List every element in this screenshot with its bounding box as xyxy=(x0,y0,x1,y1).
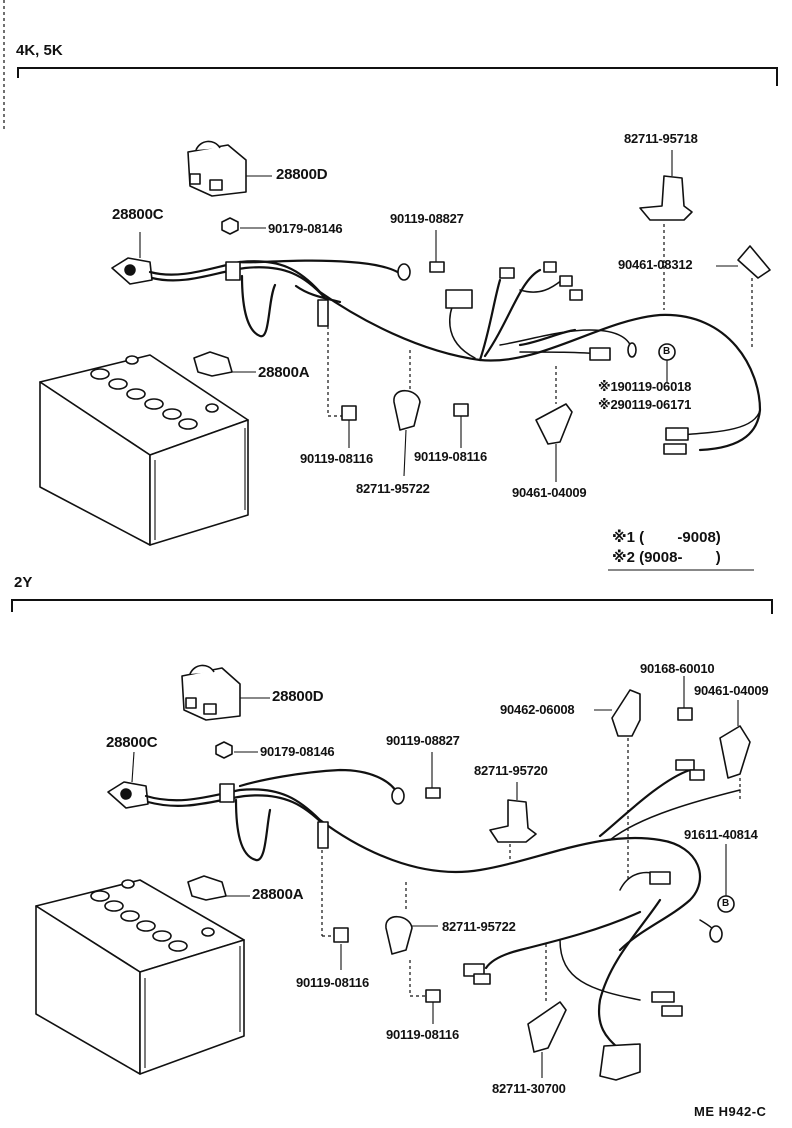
section-title-2y: 2Y xyxy=(14,574,33,591)
nut-90179-part xyxy=(221,217,266,235)
terminal-28800a-part xyxy=(193,351,256,377)
label-90119-08116-right: 90119-08116 xyxy=(414,449,487,464)
nut-90168-part xyxy=(677,676,693,721)
label-note-1-part: ※190119-06018 xyxy=(598,379,692,394)
label-90461-04009-2y: 90461-04009 xyxy=(694,683,769,698)
section-2-frame xyxy=(11,599,773,614)
label-28800d: 28800D xyxy=(276,166,328,183)
label-28800a: 28800A xyxy=(258,364,310,381)
section-1-frame xyxy=(17,67,778,86)
label-90119-08116-left: 90119-08116 xyxy=(300,451,373,466)
clamp-82711-95720-part xyxy=(489,782,537,862)
clamp-82711-95722-part xyxy=(393,350,421,477)
regulator-2y-part xyxy=(181,664,270,721)
label-82711-30700: 82711-30700 xyxy=(492,1081,566,1096)
nut-90179-2y-part xyxy=(215,741,258,759)
callout-b-4k-letter: B xyxy=(663,346,671,357)
bolt-lower-2y-part xyxy=(409,960,441,1024)
bolt-left-2y-part xyxy=(321,850,349,970)
footer-code: ME H942-C xyxy=(694,1104,767,1119)
label-90119-08827: 90119-08827 xyxy=(390,211,464,226)
label-90119-08116-2y-left: 90119-08116 xyxy=(296,975,369,990)
callout-b-2y-letter: B xyxy=(722,898,730,909)
label-82711-95722: 82711-95722 xyxy=(356,481,430,496)
wire-harness-2y xyxy=(144,759,741,1081)
label-82711-95718: 82711-95718 xyxy=(624,131,698,146)
label-82711-95720: 82711-95720 xyxy=(474,763,548,778)
terminal-28800a-2y-part xyxy=(187,875,250,901)
clamp-82711-30700-part xyxy=(527,944,567,1078)
note-line-1: ※1 ( -9008) xyxy=(612,529,721,546)
section-title-4k: 4K, 5K xyxy=(16,42,63,59)
label-90119-08827-2y: 90119-08827 xyxy=(386,733,460,748)
label-90168-60010: 90168-60010 xyxy=(640,661,715,676)
bolt-90119-08827-2y-part xyxy=(425,752,441,799)
battery-4k xyxy=(39,354,249,546)
label-90461-08312: 90461-08312 xyxy=(618,257,693,272)
label-28800c: 28800C xyxy=(112,206,164,223)
label-90462-06008: 90462-06008 xyxy=(500,702,575,717)
label-note-2-part: ※290119-06171 xyxy=(598,397,692,412)
clamp-90462-06008-part xyxy=(594,689,641,880)
label-82711-95722-2y: 82711-95722 xyxy=(442,919,516,934)
clamp-82711-95722-2y-part xyxy=(385,882,438,955)
clamp-90461-08312-part xyxy=(716,245,771,350)
terminal-28800c-part xyxy=(111,232,153,285)
wire-harness-4k xyxy=(148,259,762,455)
label-28800d-2y: 28800D xyxy=(272,688,324,705)
label-90119-08116-2y-lower: 90119-08116 xyxy=(386,1027,459,1042)
label-90179-08146-2y: 90179-08146 xyxy=(260,744,335,759)
bolt-left-4k-part xyxy=(327,326,357,448)
bolt-right-4k-part xyxy=(453,403,469,448)
label-28800a-2y: 28800A xyxy=(252,886,304,903)
label-28800c-2y: 28800C xyxy=(106,734,158,751)
regulator-28800d-part xyxy=(187,140,272,197)
clamp-90461-04009-2y-part xyxy=(719,700,751,800)
clamp-82711-95718-part xyxy=(639,150,693,310)
callout-b-4k xyxy=(658,343,676,382)
label-90179-08146: 90179-08146 xyxy=(268,221,343,236)
clamp-90461-04009-part xyxy=(535,366,573,482)
bolt-90119-08827-part xyxy=(429,230,445,273)
label-91611-40814: 91611-40814 xyxy=(684,827,758,842)
battery-2y xyxy=(35,879,245,1075)
note-line-2: ※2 (9008- ) xyxy=(612,549,721,566)
bolt-91611-part xyxy=(717,844,735,913)
label-90461-04009: 90461-04009 xyxy=(512,485,587,500)
terminal-28800c-2y-part xyxy=(107,751,149,809)
